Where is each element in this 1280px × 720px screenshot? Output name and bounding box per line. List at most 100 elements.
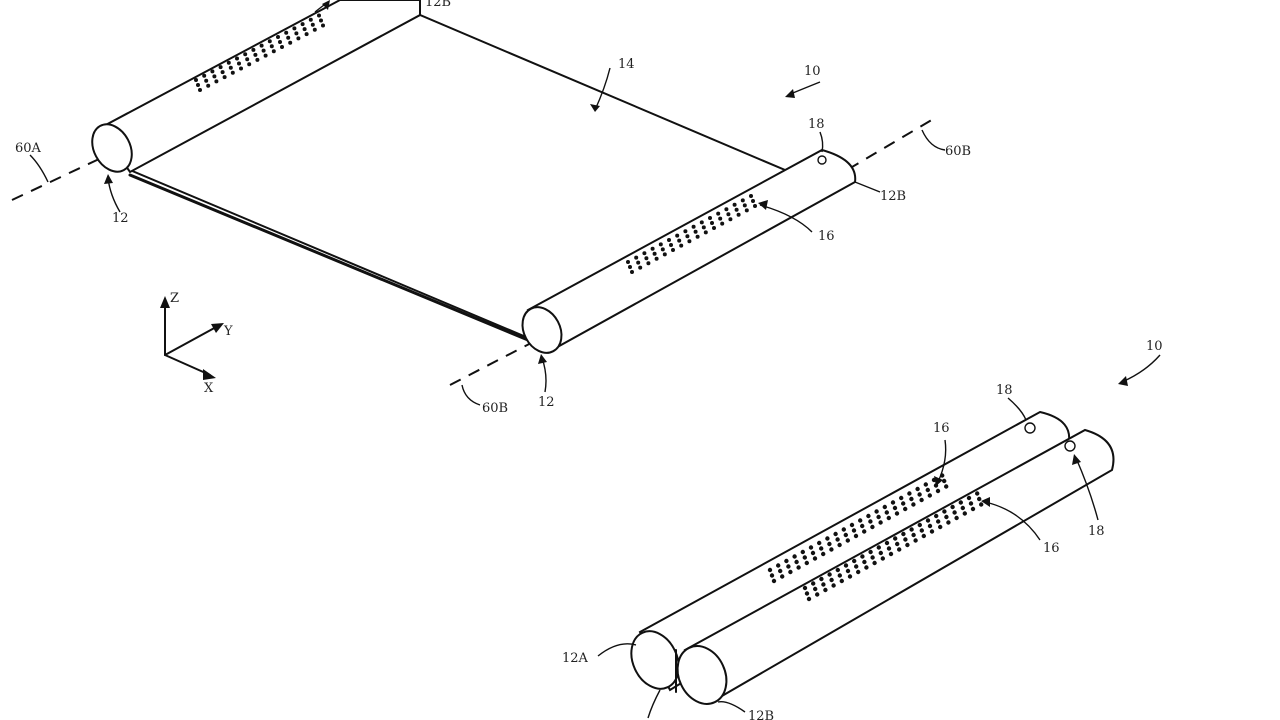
grille-dot bbox=[860, 523, 865, 529]
grille-dot bbox=[936, 519, 941, 524]
grille-dot bbox=[819, 576, 824, 582]
grille-dot bbox=[827, 572, 832, 577]
grille-dot bbox=[671, 248, 675, 252]
grille-dot bbox=[693, 229, 698, 234]
grille-dot bbox=[847, 574, 853, 579]
grille-dot bbox=[919, 528, 924, 533]
axis-y-line bbox=[164, 325, 219, 356]
label-18-mid: 18 bbox=[996, 383, 1013, 398]
grille-dot bbox=[288, 40, 293, 45]
grille-dot bbox=[813, 586, 818, 592]
grille-dot bbox=[638, 265, 643, 270]
grille-dot bbox=[975, 491, 980, 496]
grille-dot bbox=[888, 551, 894, 557]
grille-dot bbox=[821, 551, 826, 557]
rolled-device: 10 18 18 16 16 12A 12B bbox=[562, 339, 1163, 720]
label-18-top: 18 bbox=[808, 117, 825, 132]
grille-dot bbox=[794, 559, 799, 565]
grille-dot bbox=[942, 509, 947, 514]
grille-dot bbox=[968, 501, 974, 506]
grille-dot bbox=[858, 518, 863, 523]
grille-dot bbox=[734, 207, 739, 212]
grille-dot bbox=[202, 73, 207, 78]
grille-dot bbox=[827, 541, 832, 547]
grille-dot bbox=[784, 558, 789, 564]
grille-dot bbox=[977, 496, 982, 502]
grille-dot bbox=[884, 540, 890, 546]
grille-dot bbox=[720, 221, 725, 226]
grille-dot bbox=[235, 56, 239, 61]
grille-dot bbox=[650, 246, 655, 251]
grille-dot bbox=[319, 18, 323, 23]
grille-dot bbox=[950, 504, 955, 510]
grille-dot bbox=[286, 35, 291, 40]
grille-dot bbox=[267, 39, 272, 44]
grille-dot bbox=[218, 65, 223, 70]
grille-dot bbox=[644, 256, 649, 261]
grille-dot bbox=[767, 567, 773, 573]
grille-dot bbox=[944, 484, 949, 489]
grille-dot bbox=[829, 577, 834, 583]
grille-dot bbox=[796, 565, 801, 570]
grille-dot bbox=[732, 202, 737, 207]
grille-dot bbox=[251, 47, 256, 52]
axis-y-label: Y bbox=[223, 324, 233, 339]
grille-dot bbox=[811, 581, 816, 586]
grille-dot bbox=[944, 514, 949, 520]
grille-dot bbox=[237, 61, 241, 66]
grille-dot bbox=[239, 66, 243, 71]
grille-dot bbox=[979, 502, 984, 507]
label-12b-top: 12B bbox=[425, 0, 451, 10]
grille-dot bbox=[917, 522, 922, 528]
grille-dot bbox=[210, 69, 215, 74]
leader-12a bbox=[597, 643, 637, 657]
grille-dot bbox=[882, 504, 887, 510]
grille-dot bbox=[744, 208, 749, 213]
grille-dot bbox=[198, 88, 202, 92]
label-60b-right: 60B bbox=[945, 144, 971, 159]
speaker-grille-top bbox=[194, 13, 325, 92]
grille-dot bbox=[662, 252, 667, 257]
grille-dot bbox=[868, 519, 873, 524]
grille-dot bbox=[925, 518, 931, 523]
grille-dot bbox=[810, 550, 816, 556]
grille-dot bbox=[255, 57, 260, 62]
grille-dot bbox=[788, 569, 793, 575]
grille-dot bbox=[652, 251, 657, 256]
grille-dot bbox=[753, 204, 757, 208]
grille-dot bbox=[895, 541, 900, 547]
grille-dot bbox=[862, 529, 867, 534]
leader-16-rolled-right bbox=[984, 501, 1041, 541]
grille-dot bbox=[919, 497, 924, 503]
grille-dot bbox=[851, 528, 857, 533]
grille-dot bbox=[679, 243, 684, 248]
grille-dot bbox=[903, 506, 908, 512]
leader-18-right bbox=[1075, 457, 1099, 521]
leader-60b-right bbox=[921, 129, 946, 151]
label-16-rolled-right: 16 bbox=[1043, 541, 1060, 556]
grille-dot bbox=[966, 495, 972, 501]
grille-dot bbox=[802, 555, 807, 560]
grille-dot bbox=[866, 513, 871, 519]
coordinate-axes: Z Y X bbox=[160, 291, 233, 396]
grille-dot bbox=[823, 587, 828, 593]
grille-dot bbox=[771, 578, 777, 584]
grille-dot bbox=[876, 545, 881, 550]
grille-dot bbox=[243, 52, 248, 57]
grille-dot bbox=[683, 229, 688, 234]
grille-dot bbox=[894, 511, 900, 516]
label-14: 14 bbox=[618, 57, 635, 72]
grille-dot bbox=[929, 529, 935, 534]
leader-bottom-stub bbox=[647, 689, 661, 719]
grille-dot bbox=[899, 495, 904, 501]
grille-dot bbox=[636, 260, 641, 265]
grille-dot bbox=[893, 536, 898, 541]
label-18-right: 18 bbox=[1088, 524, 1105, 539]
grille-dot bbox=[751, 199, 755, 203]
grille-dot bbox=[677, 238, 682, 243]
label-16-right: 16 bbox=[818, 229, 835, 244]
grille-dot bbox=[843, 532, 848, 538]
grille-dot bbox=[849, 522, 855, 528]
grille-dot bbox=[925, 487, 930, 493]
